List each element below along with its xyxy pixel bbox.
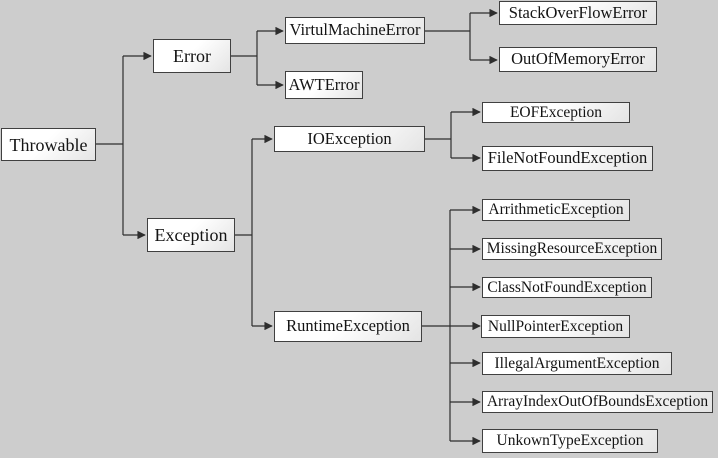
node-virtul-machine-error: VirtulMachineError [285,17,425,44]
node-class-not-found-exception: ClassNotFoundException [482,277,652,298]
node-runtime-exception: RuntimeException [274,311,422,342]
node-missing-resource-exception: MissingResourceException [482,238,662,260]
node-file-not-found-exception: FileNotFoundException [482,146,653,171]
node-illegal-argument-exception: IllegalArgumentException [482,352,672,375]
node-out-of-memory-error: OutOfMemoryError [499,47,657,72]
edges-from-virtulmachineerror [425,8,498,65]
node-awt-error: AWTError [285,71,363,99]
edges-from-error [231,26,284,90]
node-error: Error [153,39,231,73]
node-unkown-type-exception: UnkownTypeException [482,429,658,453]
edges-from-throwable [96,51,152,240]
node-io-exception: IOException [274,126,425,152]
node-eof-exception: EOFException [482,102,630,123]
node-throwable: Throwable [1,128,96,161]
node-stack-over-flow-error: StackOverFlowError [499,1,657,25]
edges-from-exception [235,134,273,331]
node-arrithmetic-exception: ArrithmeticException [482,199,630,221]
node-array-index-out-of-bounds-exception: ArrayIndexOutOfBoundsException [482,391,713,413]
edges-from-ioexception [425,107,481,163]
node-null-pointer-exception: NullPointerException [481,315,630,338]
edges-from-runtimeexception [422,205,481,446]
node-exception: Exception [147,218,235,252]
